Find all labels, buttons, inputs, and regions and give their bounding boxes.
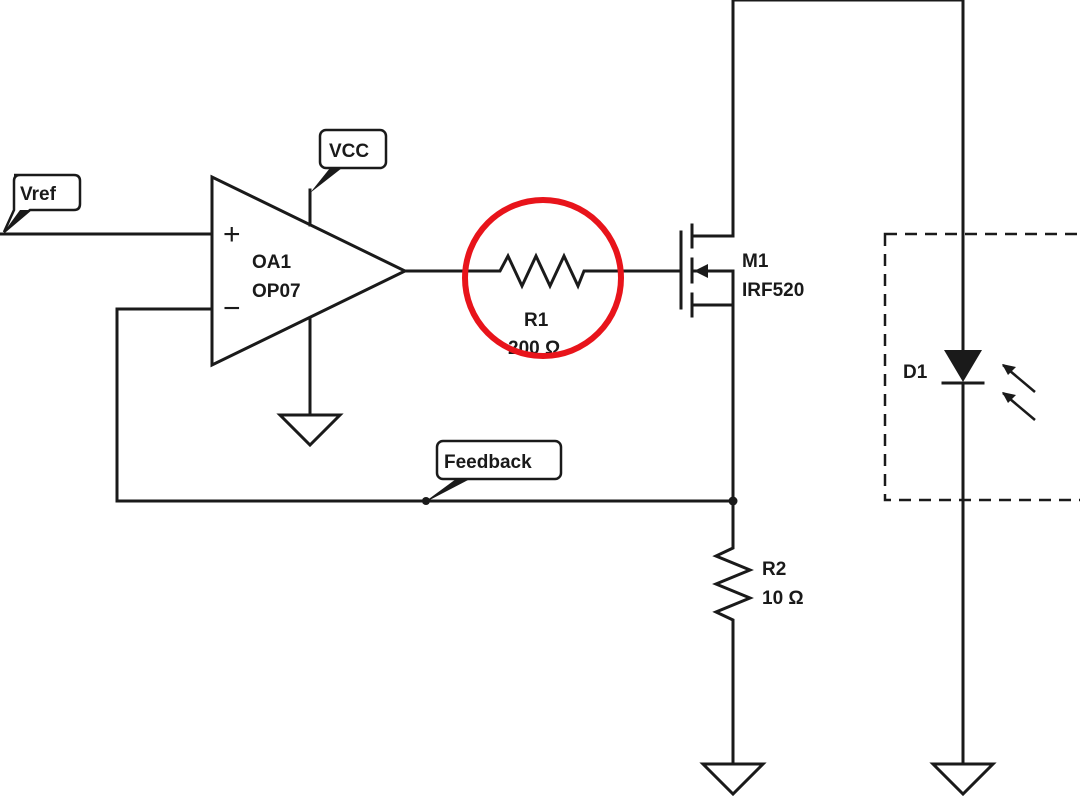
feedback-net-label: Feedback — [422, 439, 563, 505]
opamp-plus-sign: + — [223, 218, 241, 251]
r2-ground-symbol — [699, 762, 767, 796]
led-ground-symbol — [929, 762, 997, 796]
vcc-label-text: VCC — [329, 141, 369, 162]
opamp-ref-label: OA1 — [252, 252, 292, 273]
vref-label-text: Vref — [20, 184, 57, 205]
drain-to-led-wire — [731, 0, 965, 352]
feedback-label-text: Feedback — [444, 452, 532, 473]
r2-ref-label: R2 — [762, 559, 786, 580]
led-module-dashed-box — [883, 232, 1080, 502]
mosfet-m1: M1 IRF520 — [679, 0, 804, 318]
led-ref-label: D1 — [903, 362, 928, 383]
mosfet-ref-label: M1 — [742, 251, 769, 272]
r2-value-label: 10 Ω — [762, 588, 804, 609]
opamp-minus-sign: − — [223, 292, 241, 325]
vcc-tag-pointer — [310, 168, 342, 193]
mosfet-drain-lead — [690, 0, 735, 238]
r1-ref-label: R1 — [524, 310, 549, 331]
vref-tag-pointer — [4, 210, 30, 232]
opamp-part-label: OP07 — [252, 281, 301, 302]
led-d1: D1 — [903, 350, 1036, 421]
vref-net-label: Vref — [2, 173, 82, 233]
vcc-net-label: VCC — [310, 128, 388, 193]
r1-highlight-circle — [462, 197, 624, 359]
r1-resistor-symbol — [488, 252, 602, 290]
mosfet-part-label: IRF520 — [742, 280, 804, 301]
feedback-tag-pointer — [422, 479, 470, 504]
feedback-tag-box — [435, 439, 563, 481]
mosfet-arrow — [694, 264, 708, 278]
led-emit-arrow-1 — [1002, 364, 1016, 375]
feedback-wire — [115, 307, 735, 503]
vcc-tag-box — [318, 128, 388, 170]
r2-resistor-symbol — [712, 538, 754, 632]
opamp-ground-symbol — [276, 413, 344, 448]
feedback-tag-dot — [422, 497, 430, 505]
mosfet-source-tie — [690, 269, 735, 307]
led-diode-triangle — [944, 350, 982, 382]
led-emit-arrow-2 — [1002, 392, 1016, 403]
